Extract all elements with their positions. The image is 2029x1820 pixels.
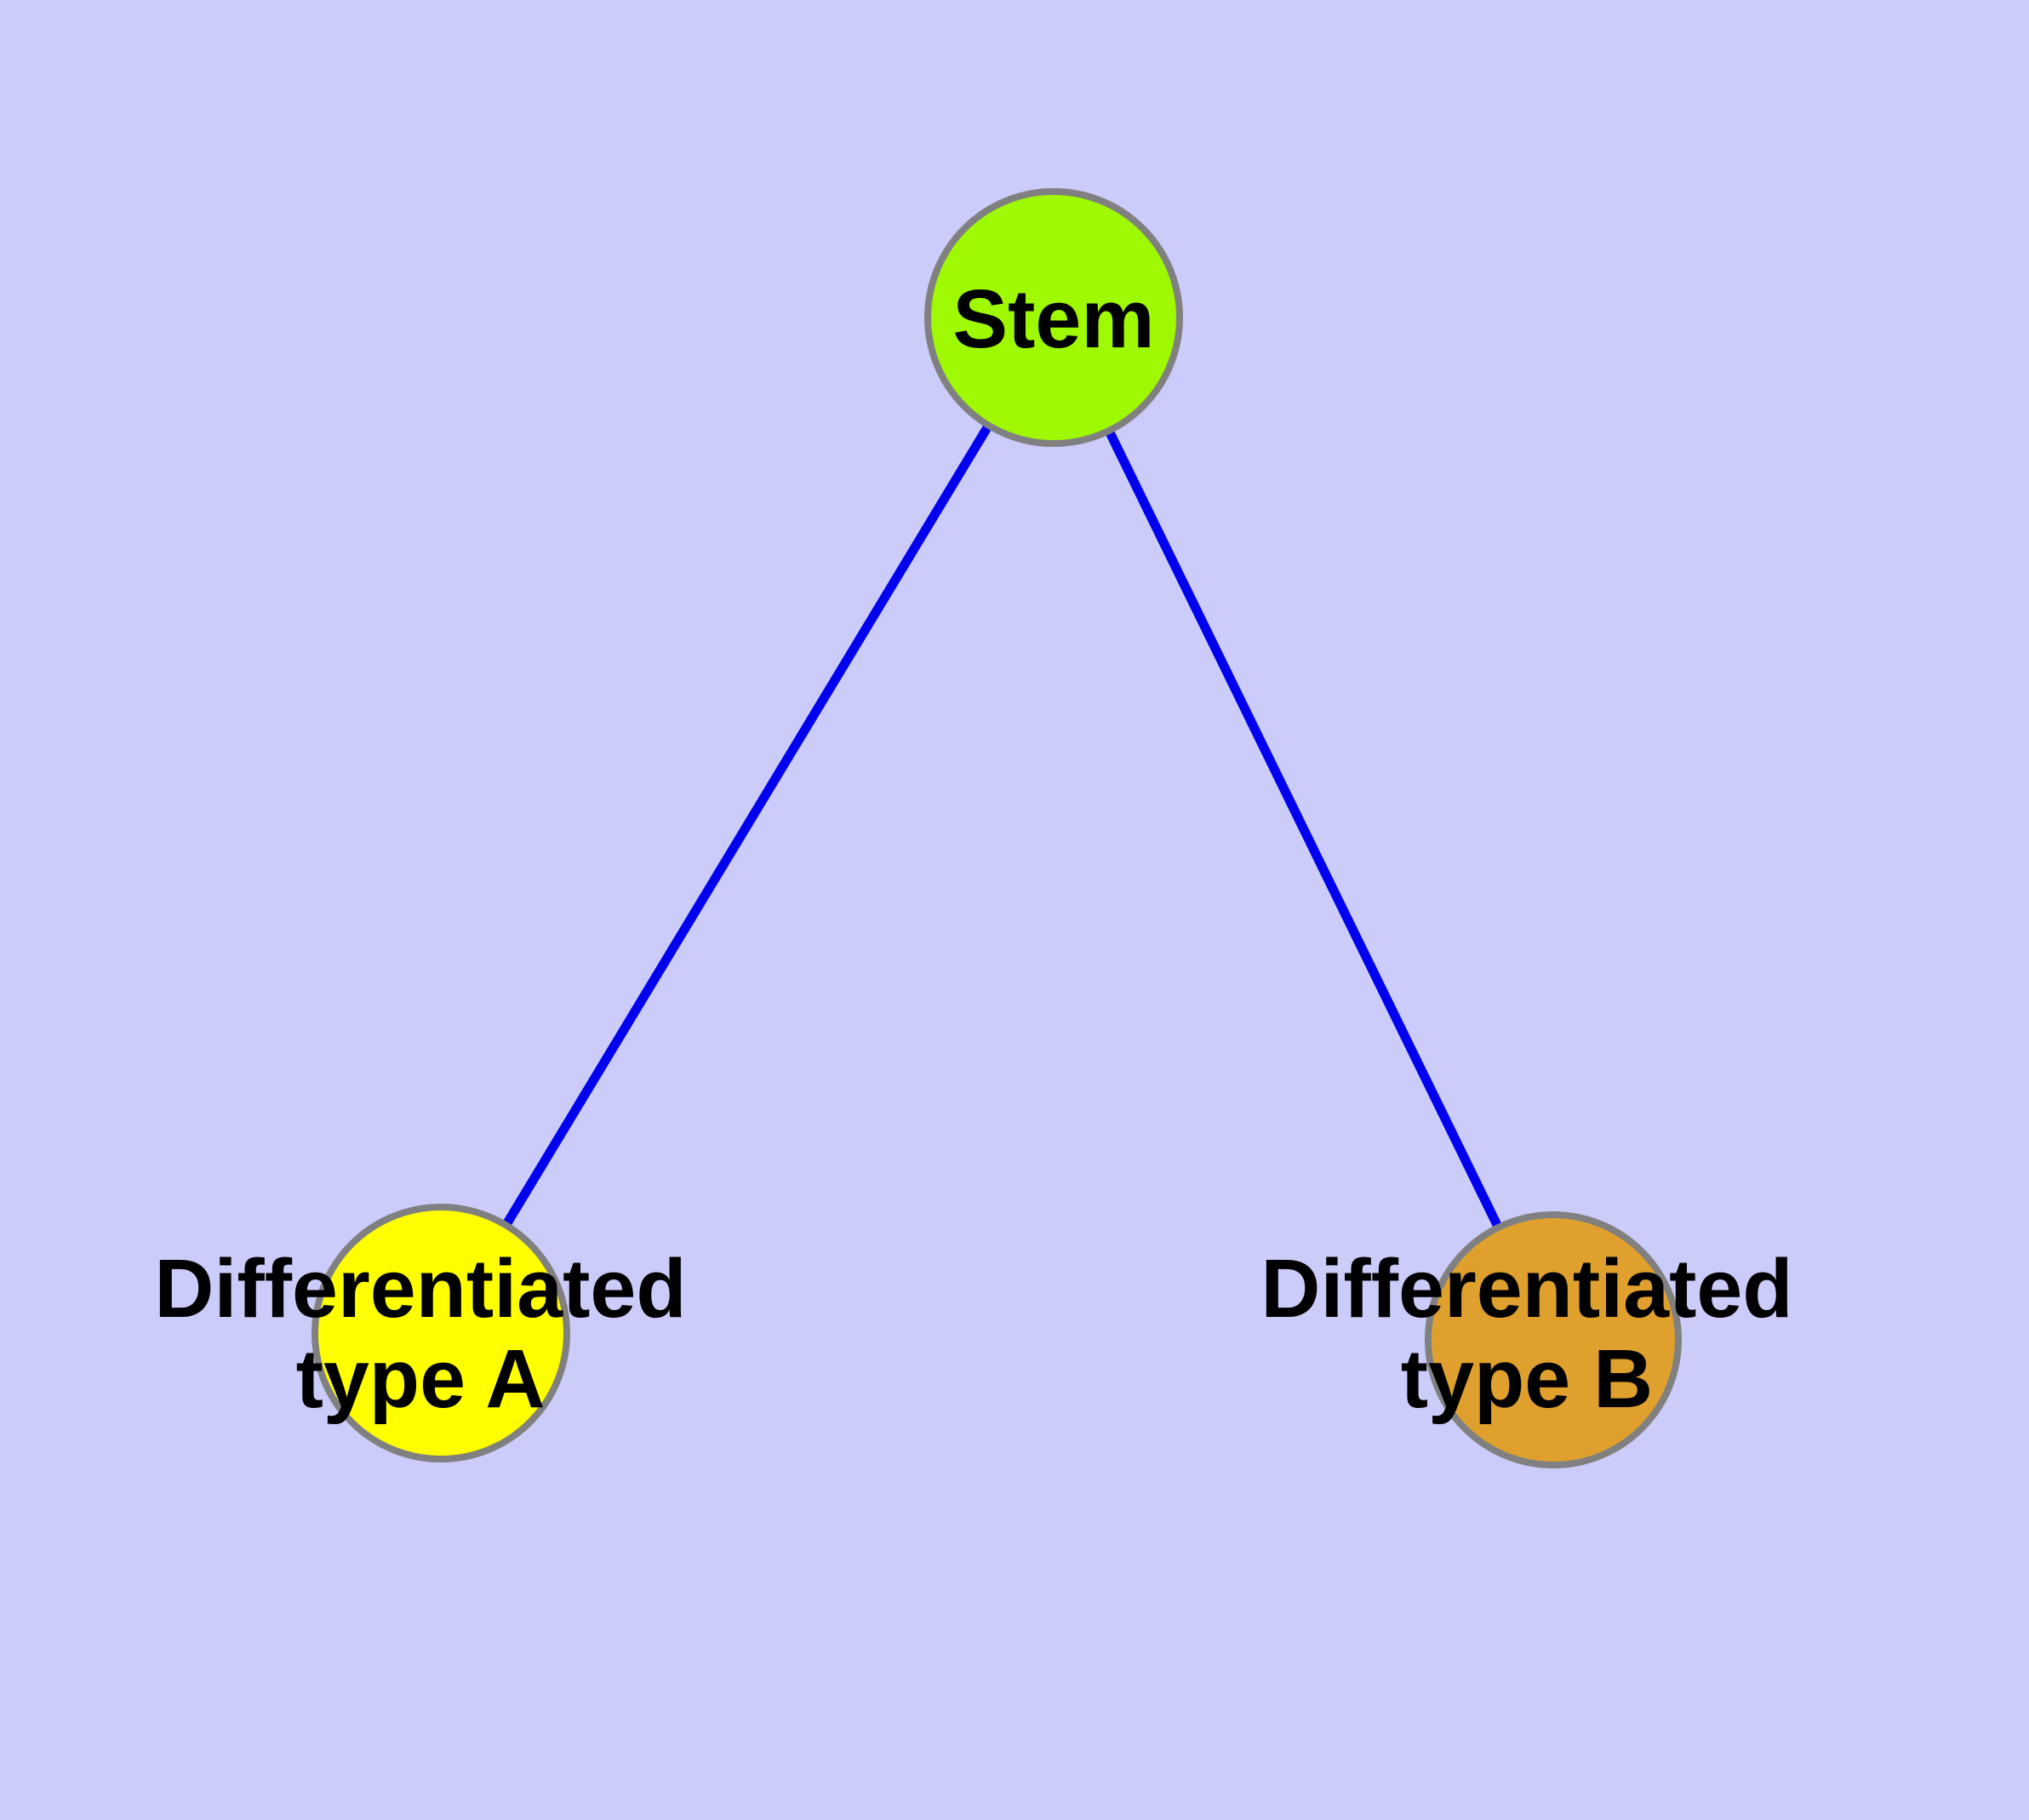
node-label-line: Differentiated bbox=[154, 1242, 686, 1335]
node-circle-diff-a[interactable] bbox=[311, 1204, 570, 1462]
node-label-line: type A bbox=[296, 1332, 546, 1425]
node-label-line: Differentiated bbox=[1260, 1242, 1792, 1335]
node-label-line: type B bbox=[1401, 1332, 1653, 1425]
node-label-line: Stem bbox=[952, 272, 1154, 365]
node-circle-stem[interactable] bbox=[924, 188, 1183, 447]
node-label-stem: Stem bbox=[952, 272, 1154, 365]
node-circle-diff-b[interactable] bbox=[1425, 1211, 1682, 1468]
nodes-layer bbox=[311, 188, 1682, 1468]
edge-stem-to-diff-a[interactable] bbox=[437, 315, 1058, 1336]
edges-layer bbox=[437, 315, 1557, 1342]
edge-stem-to-diff-b[interactable] bbox=[1049, 315, 1557, 1342]
